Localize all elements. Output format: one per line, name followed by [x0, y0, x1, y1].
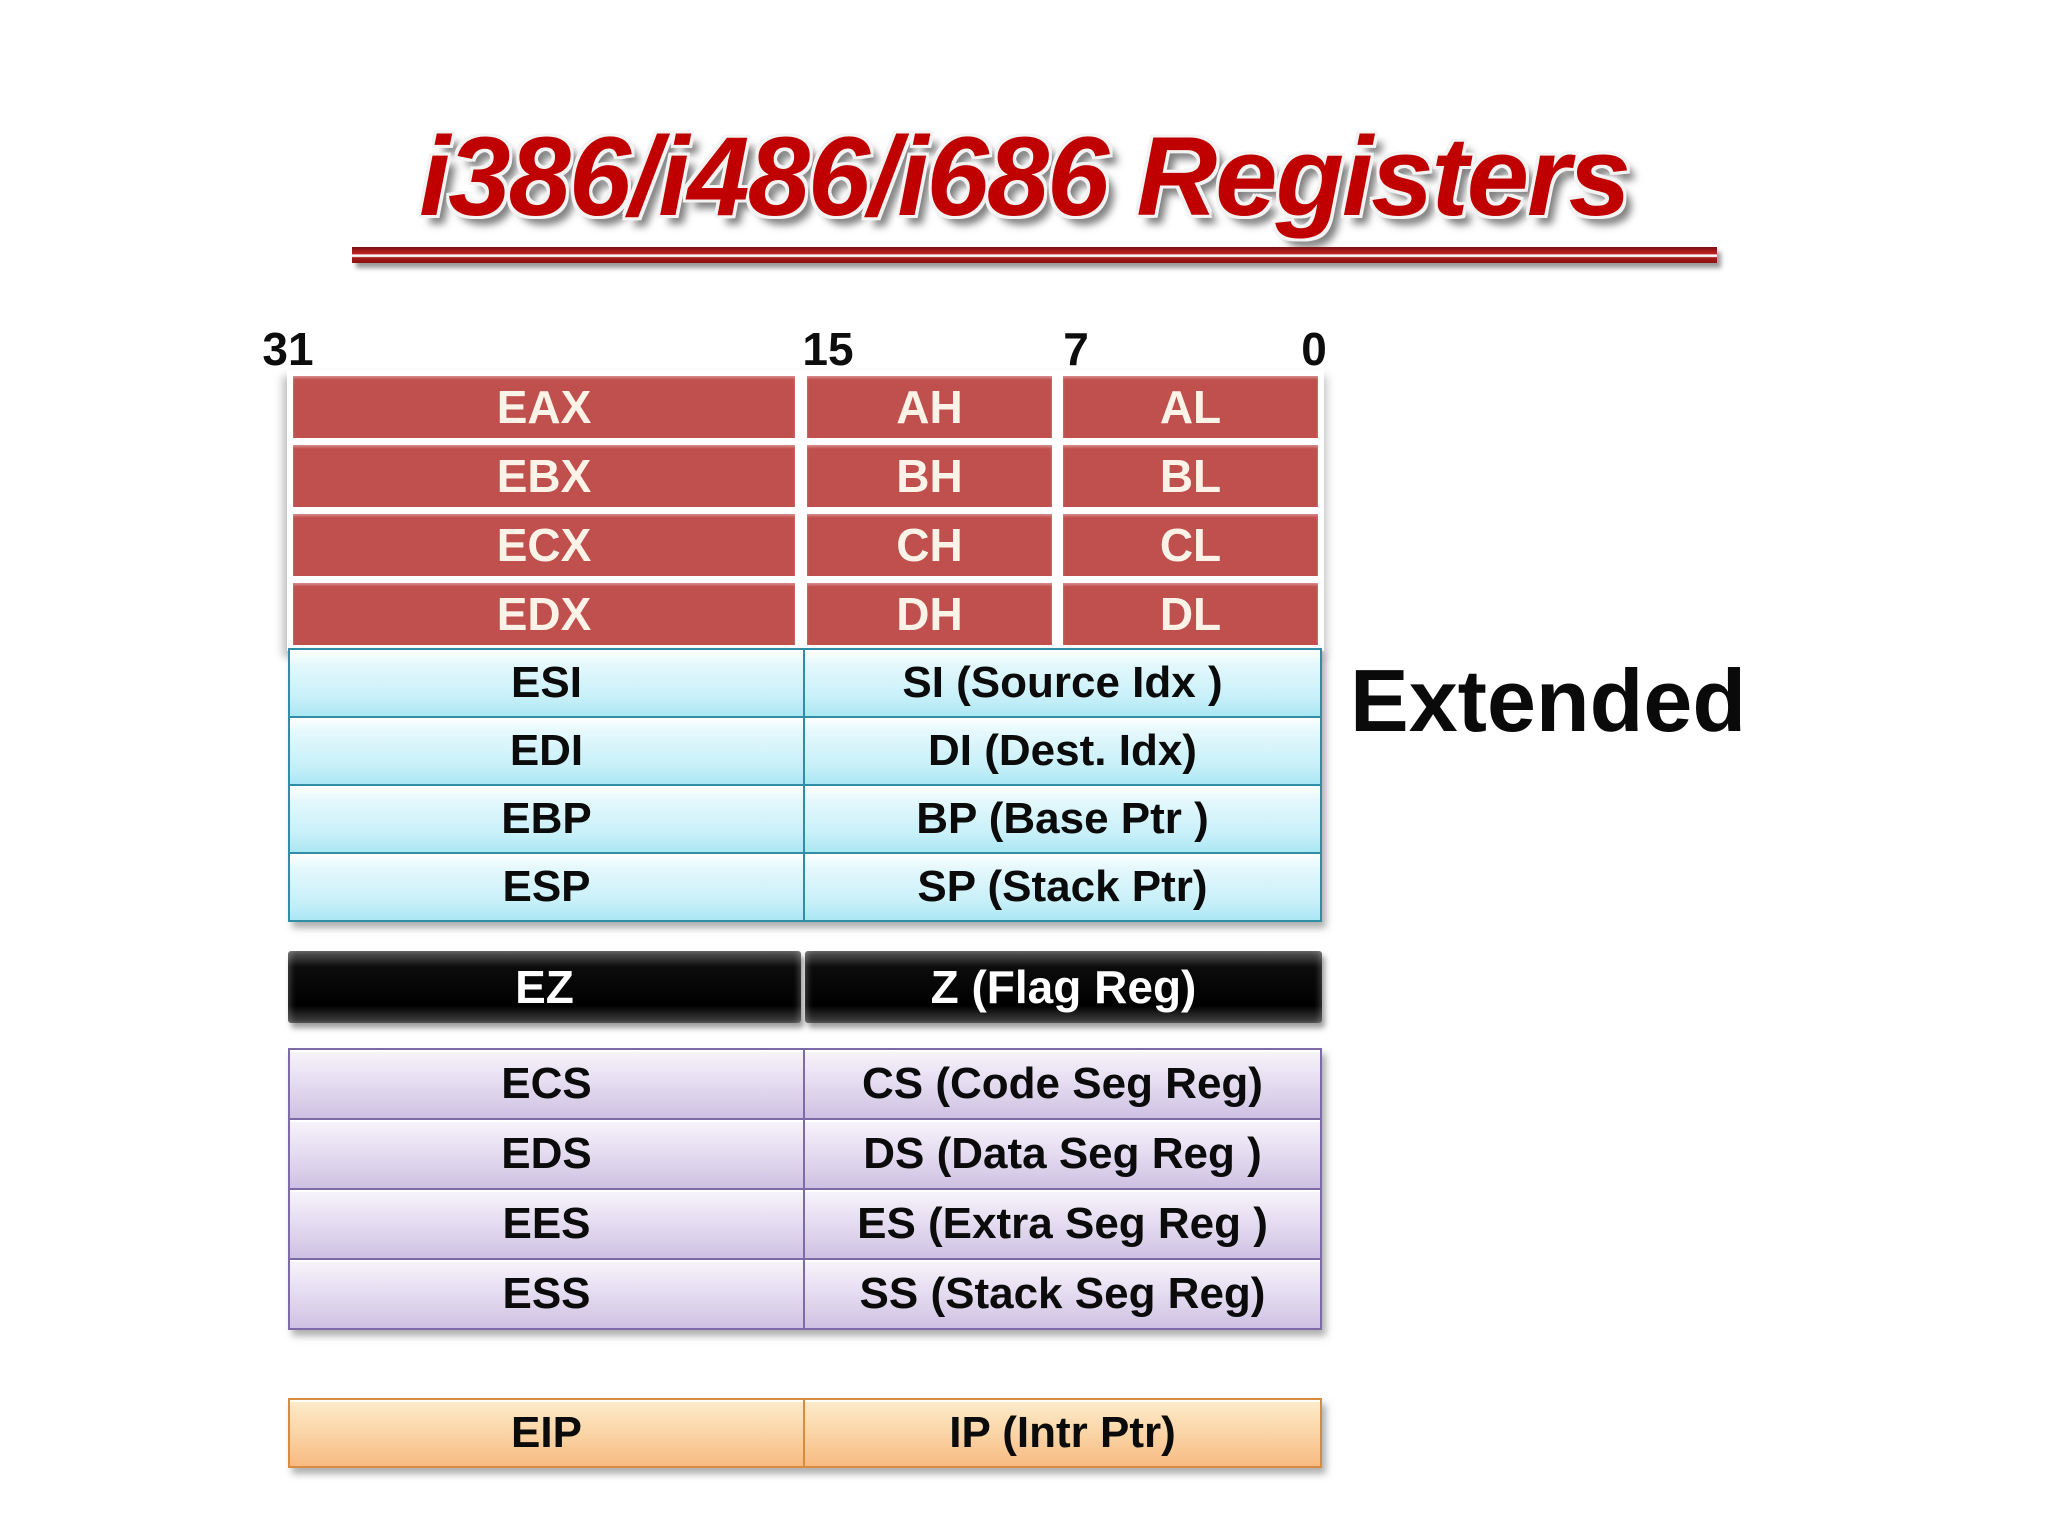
- register-cell-ext: EAX: [293, 376, 795, 438]
- register-cell-ext: ESS: [290, 1260, 803, 1328]
- register-cell-low16: Z (Flag Reg): [805, 951, 1322, 1023]
- register-cell-low16: SP (Stack Ptr): [805, 854, 1320, 920]
- register-cell-ext: EBX: [293, 445, 795, 507]
- bit-label-7: 7: [1063, 323, 1089, 375]
- register-cell-low16: SS (Stack Seg Reg): [805, 1260, 1320, 1328]
- register-cell-low16: BP (Base Ptr ): [805, 786, 1320, 852]
- bit-label-15: 15: [802, 323, 854, 375]
- register-row-edx: EDX DH DL: [293, 583, 1318, 645]
- register-cell-low: CL: [1063, 514, 1318, 576]
- register-cell-low: AL: [1063, 376, 1318, 438]
- register-cell-high: DH: [807, 583, 1052, 645]
- register-cell-ext: EBP: [290, 786, 803, 852]
- register-cell-low16: SI (Source Idx ): [805, 650, 1320, 716]
- register-cell-low16: CS (Code Seg Reg): [805, 1050, 1320, 1118]
- register-row-eax: EAX AH AL: [293, 376, 1318, 438]
- register-row-ebx: EBX BH BL: [293, 445, 1318, 507]
- register-cell-high: BH: [807, 445, 1052, 507]
- register-cell-low: BL: [1063, 445, 1318, 507]
- flag-register-row: EZ Z (Flag Reg): [288, 951, 1322, 1023]
- register-cell-high: CH: [807, 514, 1052, 576]
- register-cell-ext: ECX: [293, 514, 795, 576]
- register-cell-ext: EZ: [288, 951, 801, 1023]
- register-cell-ext: ECS: [290, 1050, 803, 1118]
- register-row-ecx: ECX CH CL: [293, 514, 1318, 576]
- index-registers-block: ESI SI (Source Idx ) EDI DI (Dest. Idx) …: [288, 648, 1322, 922]
- register-cell-ext: ESI: [290, 650, 803, 716]
- segment-registers-block: ECS CS (Code Seg Reg) EDS DS (Data Seg R…: [288, 1048, 1322, 1330]
- register-cell-high: AH: [807, 376, 1052, 438]
- instruction-pointer-row: EIP IP (Intr Ptr): [288, 1398, 1322, 1468]
- register-cell-ext: EDS: [290, 1120, 803, 1188]
- register-cell-ext: EDX: [293, 583, 795, 645]
- register-cell-ext: ESP: [290, 854, 803, 920]
- register-cell-ext: EDI: [290, 718, 803, 784]
- extended-label: Extended: [1350, 651, 1747, 750]
- general-registers-block: EAX AH AL EBX BH BL ECX CH CL EDX DH DL: [287, 370, 1324, 651]
- register-cell-low: DL: [1063, 583, 1318, 645]
- title-underline: [352, 247, 1717, 263]
- register-cell-low16: DS (Data Seg Reg ): [805, 1120, 1320, 1188]
- bit-label-0: 0: [1301, 323, 1327, 375]
- register-cell-low16: DI (Dest. Idx): [805, 718, 1320, 784]
- register-cell-ext: EES: [290, 1190, 803, 1258]
- bit-label-31: 31: [262, 323, 314, 375]
- register-cell-ext: EIP: [290, 1400, 803, 1466]
- page-title: i386/i486/i686 Registers: [419, 114, 1631, 239]
- register-cell-low16: ES (Extra Seg Reg ): [805, 1190, 1320, 1258]
- register-cell-low16: IP (Intr Ptr): [805, 1400, 1320, 1466]
